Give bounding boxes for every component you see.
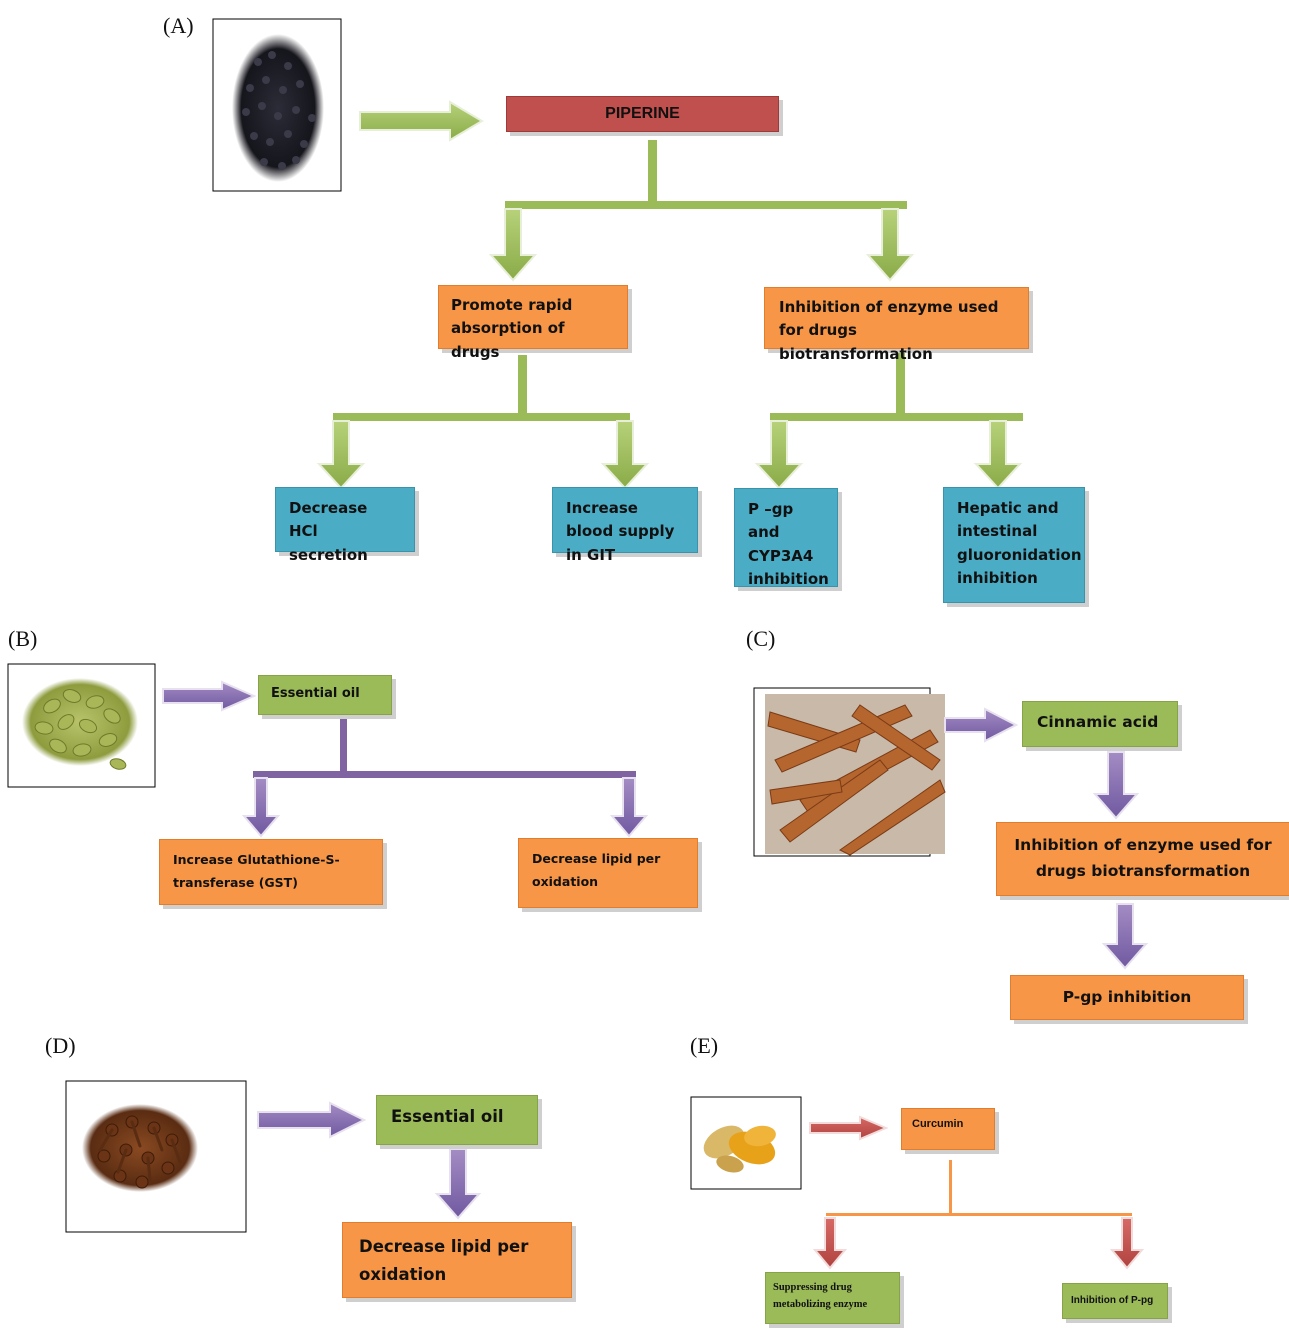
panel-d-decrease-lipid-box: Decrease lipid per oxidation <box>342 1222 572 1298</box>
panel-c-label: (C) <box>746 626 775 651</box>
panel-d-down-arrow <box>434 1148 482 1220</box>
panel-e-connectors <box>826 1160 1132 1216</box>
cinnamon-image <box>765 694 946 856</box>
panel-b-label: (B) <box>8 626 37 651</box>
enzyme-inhibition-box: Inhibition of enzyme used for drugs biot… <box>764 287 1029 363</box>
promote-absorption-box: Promote rapid absorption of drugs <box>438 285 628 361</box>
panel-e-arrow-to-curcumin <box>809 1115 889 1141</box>
piperine-box: PIPERINE <box>506 96 779 132</box>
panel-d-label: (D) <box>45 1033 76 1058</box>
panel-a-arrow-to-piperine <box>359 100 484 142</box>
pgp-cyp3a4-box: P –gp and CYP3A4 inhibition <box>734 488 838 588</box>
panel-c-enzyme-inhibition-box: Inhibition of enzyme used for drugs biot… <box>996 822 1289 896</box>
panel-b-decrease-lipid-box: Decrease lipid per oxidation <box>518 838 698 908</box>
panel-b-connectors <box>253 718 636 778</box>
increase-blood-supply-box: Increase blood supply in GIT <box>552 487 698 564</box>
panel-d-arrow-to-oil <box>257 1101 367 1139</box>
panel-a-down-arrows <box>316 208 1023 490</box>
turmeric-image <box>703 1125 776 1173</box>
increase-gst-box: Increase Glutathione-S-transferase (GST) <box>159 839 383 905</box>
panel-b-down-arrows <box>241 777 649 838</box>
panel-b-essential-oil-box: Essential oil <box>258 675 392 715</box>
panel-a-connectors <box>333 140 1023 421</box>
panel-c-down-arrows <box>1092 751 1149 970</box>
panel-d-essential-oil-box: Essential oil <box>376 1095 538 1145</box>
cardamom-image <box>22 678 138 770</box>
panel-b-arrow-to-oil <box>162 680 257 712</box>
panel-e-down-arrows <box>812 1217 1145 1270</box>
panel-e-label: (E) <box>690 1033 718 1058</box>
inhibition-ppg-box: Inhibition of P-pg <box>1062 1283 1168 1319</box>
pgp-inhibition-box: P-gp inhibition <box>1010 975 1244 1020</box>
cinnamic-acid-box: Cinnamic acid <box>1022 701 1178 747</box>
suppressing-enzyme-box: Suppressing drug metabolizing enzyme <box>765 1272 900 1324</box>
panel-a-label: (A) <box>163 13 194 38</box>
clove-image <box>82 1104 198 1192</box>
black-pepper-image <box>232 34 324 182</box>
gluoronidation-box: Hepatic and intestinal gluoronidation in… <box>943 487 1085 603</box>
decrease-hcl-box: Decrease HCl secretion <box>275 487 415 564</box>
panel-c-arrow-to-cinnamic <box>944 707 1019 743</box>
curcumin-box: Curcumin <box>901 1108 995 1150</box>
